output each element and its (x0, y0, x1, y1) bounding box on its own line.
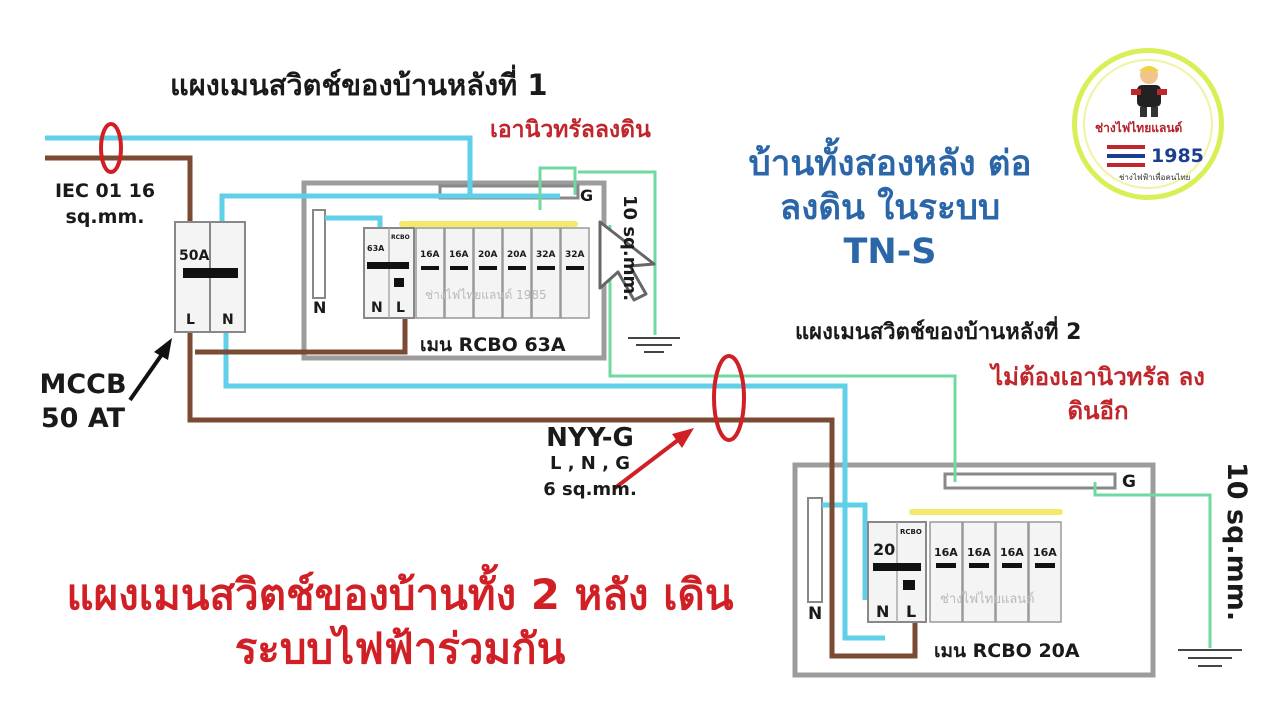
mccb-rating: 50A (179, 248, 210, 264)
house1-note: เอานิวทรัลลงดิน (490, 117, 651, 143)
house1-title: แผงเมนสวิตช์ของบ้านหลังที่ 1 (170, 68, 548, 102)
house2-main-n: N (876, 602, 890, 621)
link-cable-name: NYY-G (546, 423, 634, 453)
supply-cable-marker (99, 122, 123, 174)
ground-symbol-1 (628, 337, 680, 353)
logo-name: ช่างไฟไทยแลนด์ (1095, 121, 1183, 135)
house2-breaker-1: 16A (934, 546, 958, 559)
mccb-l-terminal: L (186, 312, 195, 328)
house1-watermark: ช่างไฟไทยแลนด์ 1985 (425, 288, 547, 302)
house1-rcbo-label: เมน RCBO 63A (420, 334, 566, 356)
house1-ground-size: 10 sq.mm. (619, 195, 640, 302)
center-note: บ้านทั้งสองหลัง ต่อลงดิน ในระบบ TN-S (748, 144, 1032, 272)
panel2-breakers (929, 521, 1062, 623)
channel-logo: ช่างไฟไทยแลนด์ 1985 ช่างไฟฟ้าเพื่อคนไทย (1072, 48, 1224, 200)
link-cable-marker (712, 354, 746, 442)
link-cable-size: 6 sq.mm. (543, 479, 637, 500)
house2-neutral-bar-label: N (808, 604, 823, 624)
house2-breaker-3: 16A (1000, 546, 1024, 559)
panel2-ground-bar (943, 472, 1117, 490)
house2-breaker-2: 16A (967, 546, 991, 559)
logo-year: 1985 (1151, 145, 1204, 167)
line-wires (45, 155, 918, 659)
ground-symbol-2 (1178, 649, 1242, 667)
house2-watermark: ช่างไฟไทยแลนด์ (940, 592, 1035, 607)
mccb-arrow (128, 338, 172, 402)
house1-breaker-3: 20A (478, 250, 498, 260)
house1-neutral-bar-label: N (313, 298, 327, 317)
house2-main-l: L (906, 602, 917, 621)
house2-ground-g: G (1122, 472, 1136, 492)
house1-ground-g: G (580, 186, 594, 205)
house2-title: แผงเมนสวิตช์ของบ้านหลังที่ 2 (795, 320, 1082, 345)
house1-breaker-1: 16A (420, 250, 440, 260)
link-cable-cores: L , N , G (549, 453, 631, 474)
bottom-caption: แผงเมนสวิตช์ของบ้านทั้ง 2 หลัง เดินระบบไ… (66, 570, 734, 673)
house1-breaker-2: 16A (449, 250, 469, 260)
panel1-breakers (415, 227, 590, 319)
house1-main-sub: RCBO (391, 234, 410, 241)
link-cable-label: NYY-G L , N , G 6 sq.mm. (520, 425, 660, 503)
house2-main-sub: RCBO (900, 528, 922, 536)
thai-flag-icon (1107, 145, 1145, 167)
house1-breaker-5: 32A (536, 250, 556, 260)
house1-breaker-4: 20A (507, 250, 527, 260)
house2-breaker-4: 16A (1033, 546, 1057, 559)
mccb-n-terminal: N (222, 312, 234, 328)
mouse-pointer-icon (598, 220, 656, 302)
ground-wires (538, 166, 1212, 648)
house1-main-l: L (396, 300, 405, 316)
house1-main-rating: 63A (367, 244, 385, 253)
house2-ground-size: 10 sq.mm. (1221, 462, 1252, 622)
supply-cable-label: IEC 01 16 sq.mm. (54, 180, 156, 228)
house2-note: ไม่ต้องเอานิวทรัล ลงดินอีก (991, 363, 1205, 425)
electrician-mascot-icon (1131, 66, 1167, 117)
house2-rcbo-label: เมน RCBO 20A (934, 640, 1080, 662)
panel1-neutral-bar (312, 209, 326, 299)
house1-breaker-6: 32A (565, 250, 585, 260)
mccb-label: MCCB 50 AT (39, 369, 127, 434)
panel2-neutral-bar (807, 497, 823, 603)
house1-main-n: N (371, 300, 383, 316)
house2-main-rating: 20 (873, 540, 896, 559)
logo-sub: ช่างไฟฟ้าเพื่อคนไทย (1119, 173, 1191, 182)
link-cable-arrow (613, 428, 694, 490)
